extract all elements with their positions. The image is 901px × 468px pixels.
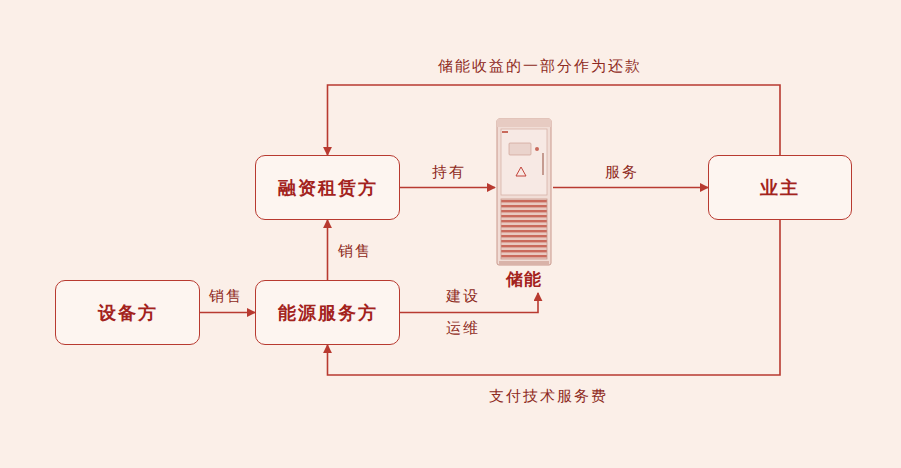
node-label: 设备方: [98, 301, 158, 325]
cabinet-illustration: [491, 115, 557, 267]
process-box: 业主: [708, 155, 852, 220]
storage-cabinet: 储能: [491, 115, 557, 291]
connector-arrow: [553, 187, 708, 189]
connector-arrow: [328, 85, 781, 155]
edge-note: 运维: [443, 319, 483, 338]
process-box: 融资租赁方: [255, 155, 400, 220]
connector-arrow: [400, 187, 495, 189]
node-label: 能源服务方: [278, 301, 378, 325]
connector-arrow: [327, 220, 329, 280]
edge-label: 支付技术服务费: [486, 387, 611, 406]
node-label: 业主: [760, 176, 800, 200]
connector-arrow: [200, 312, 255, 314]
process-box: 能源服务方: [255, 280, 400, 345]
edge-label: 销售: [335, 242, 375, 261]
node-label: 储能: [491, 268, 557, 291]
process-box: 设备方: [55, 280, 200, 345]
edge-label: 持有: [429, 163, 469, 182]
edge-label: 销售: [206, 287, 246, 306]
edge-label: 服务: [602, 163, 642, 182]
edge-label: 建设: [443, 287, 483, 306]
node-label: 融资租赁方: [278, 176, 378, 200]
edge-label: 储能收益的一部分作为还款: [435, 57, 645, 76]
